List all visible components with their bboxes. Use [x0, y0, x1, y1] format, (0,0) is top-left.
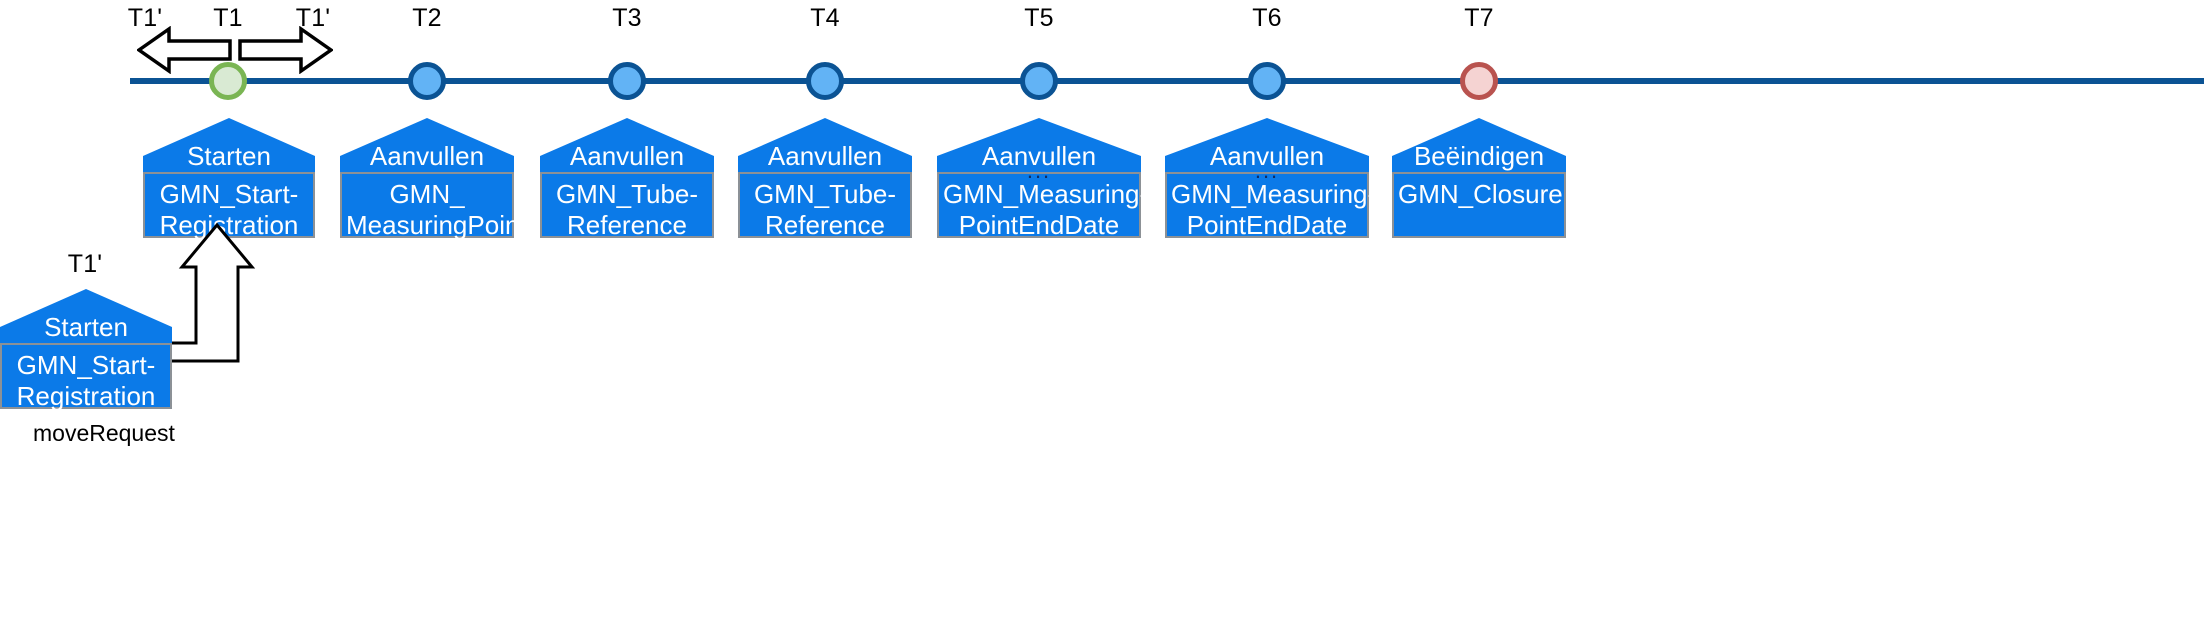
- card-message-label: GMN_Tube- Reference: [738, 172, 912, 240]
- timeline-node-t6[interactable]: [1248, 62, 1286, 100]
- card-roof: Aanvullen: [738, 118, 912, 172]
- timeline-node-t3[interactable]: [608, 62, 646, 100]
- card-action-label: Aanvullen: [569, 141, 685, 171]
- card-action-label: Starten: [187, 141, 271, 171]
- move-request-caption: moveRequest: [33, 420, 175, 446]
- tick-label-t2: T2: [412, 4, 442, 32]
- card-t2-measuring-point[interactable]: Aanvullen GMN_ MeasuringPoint: [340, 118, 527, 240]
- timeline-node-t7[interactable]: [1460, 62, 1498, 100]
- card-roof: Beëindigen: [1392, 118, 1566, 172]
- card-action-label: Starten: [44, 312, 128, 342]
- card-action-label: Aanvullen: [369, 141, 485, 171]
- card-action-label: Aanvullen: [767, 141, 883, 171]
- tick-label-t1: T1: [213, 4, 243, 32]
- card-roof: Aanvullen: [540, 118, 714, 172]
- move-request-connector-arrow: [158, 221, 260, 381]
- card-roof: Aanvullen: [340, 118, 514, 172]
- card-message-label: GMN_Closure: [1392, 172, 1566, 238]
- tick-label-t4: T4: [810, 4, 840, 32]
- timeline-node-t1[interactable]: [209, 62, 247, 100]
- card-message-label: GMN_Start- Registration: [143, 172, 315, 240]
- card-t4-tube-reference[interactable]: Aanvullen GMN_Tube- Reference: [738, 118, 912, 240]
- card-roof: Starten: [143, 118, 315, 172]
- card-t5-measuring-point-end-date[interactable]: Aanvullen ... GMN_Measuring- PointEndDat…: [937, 118, 1148, 240]
- card-message-label: GMN_Measuring- PointEndDate: [1165, 172, 1376, 240]
- card-t7-closure[interactable]: Beëindigen GMN_Closure: [1392, 118, 1566, 238]
- tick-label-t3: T3: [612, 4, 642, 32]
- card-ellipsis: ...: [1254, 158, 1280, 183]
- left-block-arrow: [135, 25, 232, 75]
- card-roof: Aanvullen ...: [937, 118, 1141, 182]
- card-action-label: Beëindigen: [1413, 141, 1545, 171]
- tick-label-t7: T7: [1464, 4, 1494, 32]
- tick-label-t5: T5: [1024, 4, 1054, 32]
- right-block-arrow: [238, 25, 335, 75]
- move-request-prime-label: T1': [67, 250, 103, 278]
- card-roof: Aanvullen ...: [1165, 118, 1369, 182]
- tick-label-t6: T6: [1252, 4, 1282, 32]
- card-message-label: GMN_Start- Registration: [0, 343, 172, 411]
- card-move-request-start-registration[interactable]: Starten GMN_Start- Registration: [0, 289, 172, 411]
- timeline-node-t5[interactable]: [1020, 62, 1058, 100]
- card-t3-tube-reference[interactable]: Aanvullen GMN_Tube- Reference: [540, 118, 714, 240]
- card-action-label: Aanvullen: [1209, 141, 1325, 171]
- card-roof: Starten: [0, 289, 172, 343]
- timeline-node-t2[interactable]: [408, 62, 446, 100]
- card-t1-start-registration[interactable]: Starten GMN_Start- Registration: [143, 118, 315, 240]
- timeline-node-t4[interactable]: [806, 62, 844, 100]
- card-ellipsis: ...: [1026, 158, 1052, 183]
- timeline-axis: [130, 78, 2204, 84]
- card-action-label: Aanvullen: [981, 141, 1097, 171]
- card-message-label: GMN_Tube- Reference: [540, 172, 714, 240]
- card-t6-measuring-point-end-date[interactable]: Aanvullen ... GMN_Measuring- PointEndDat…: [1165, 118, 1376, 240]
- card-message-label: GMN_Measuring- PointEndDate: [937, 172, 1148, 240]
- tick-label-t1-prime-left: T1': [127, 4, 163, 32]
- card-message-label: GMN_ MeasuringPoint: [340, 172, 527, 240]
